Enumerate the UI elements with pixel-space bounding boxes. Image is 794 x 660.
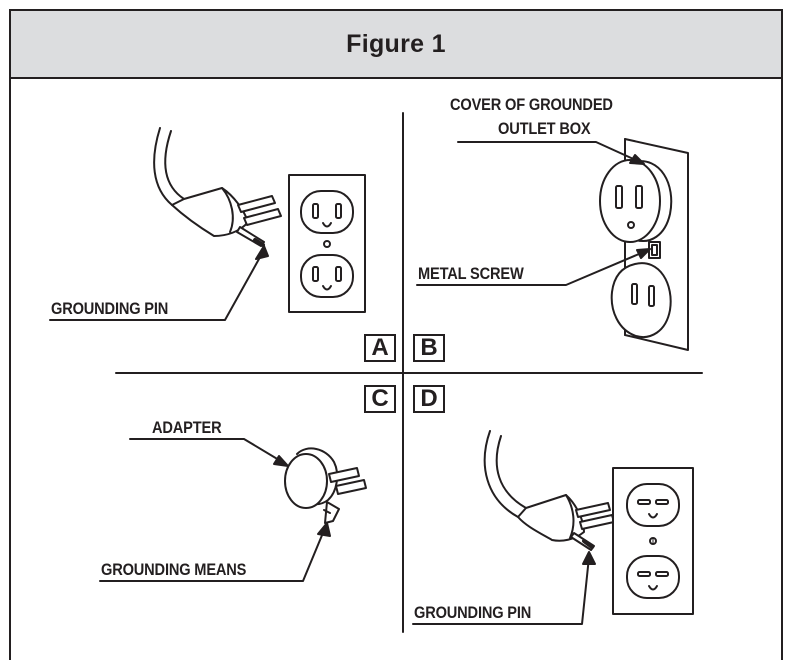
panel-b-cover-label-line1: COVER OF GROUNDED [450,95,613,114]
figure-header: Figure 1 [11,11,781,79]
panel-c-adapter [284,447,367,524]
quadrant-dividers [115,112,703,633]
panel-letter-a: A [364,334,396,362]
panel-b-metal-screw [648,241,661,259]
panel-b-cover-label-line2: OUTLET BOX [498,119,591,138]
panel-a-leader [49,245,269,321]
panel-d-outlet [612,467,694,615]
panel-letter-d: D [413,385,445,413]
panel-d-plug [517,494,615,551]
panel-letter-c: C [364,385,396,413]
panel-d-plug-cord [483,430,527,518]
panel-c-adapter-label: ADAPTER [152,418,222,437]
figure-frame: Figure 1 [9,9,783,660]
panel-a-grounding-pin-label: GROUNDING PIN [51,299,169,318]
panel-c-leaders [99,438,331,582]
figure-title: Figure 1 [346,29,446,58]
panel-letter-b: B [413,334,445,362]
panel-b-adapter-plug [599,159,673,243]
panel-b-lower-receptacle [610,262,672,338]
panel-d-grounding-pin-label: GROUNDING PIN [414,603,532,622]
panel-a-outlet [288,174,366,313]
panel-d-leader [412,551,596,625]
panel-c-grounding-means-label: GROUNDING MEANS [101,560,247,579]
panel-b-metal-screw-label: METAL SCREW [418,264,524,283]
panel-b-leaders [416,141,651,286]
panel-a-plug-cord [153,127,185,206]
panel-a-plug [171,187,282,247]
